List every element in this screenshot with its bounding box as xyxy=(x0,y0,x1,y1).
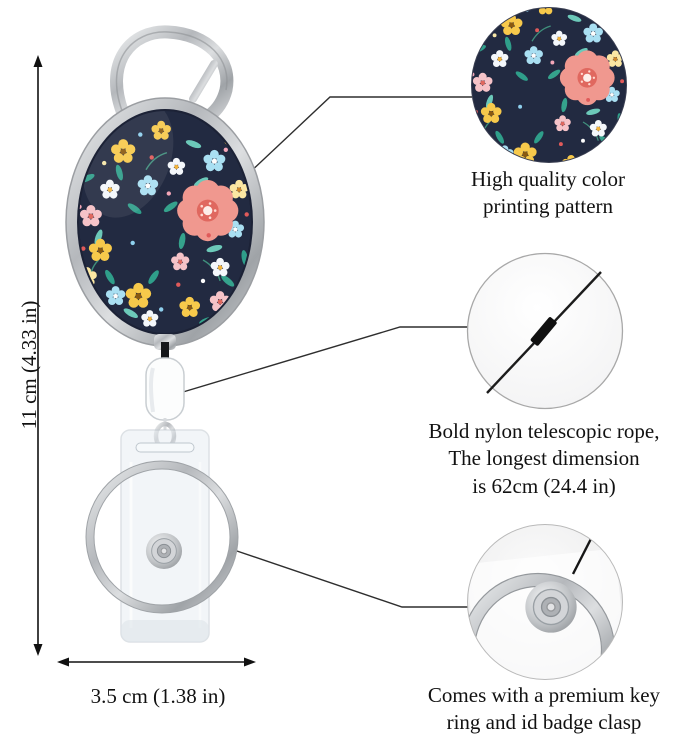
callout-line-clasp xyxy=(230,548,468,608)
key-ring xyxy=(85,460,239,614)
callout-rope-caption: Bold nylon telescopic rope, The longest … xyxy=(428,419,660,498)
retractable-cord xyxy=(154,334,176,362)
snap-button xyxy=(145,532,183,570)
callout-clasp-caption: Comes with a premium key ring and id bad… xyxy=(427,683,661,735)
height-dimension-arrow xyxy=(33,55,43,656)
rope-clasp xyxy=(530,317,557,346)
callout-pattern-caption: High quality color printing pattern xyxy=(471,167,625,219)
width-dimension-arrow xyxy=(57,657,256,667)
badge-reel-body xyxy=(65,97,265,347)
height-dimension-label: 11 cm (4.33 in) xyxy=(17,300,41,430)
callout-line-rope xyxy=(182,326,468,393)
callout-rope-circle xyxy=(466,252,624,410)
width-dimension-label: 3.5 cm (1.38 in) xyxy=(90,684,226,708)
callout-pattern-circle xyxy=(471,7,627,163)
carabiner-clip xyxy=(110,25,234,123)
